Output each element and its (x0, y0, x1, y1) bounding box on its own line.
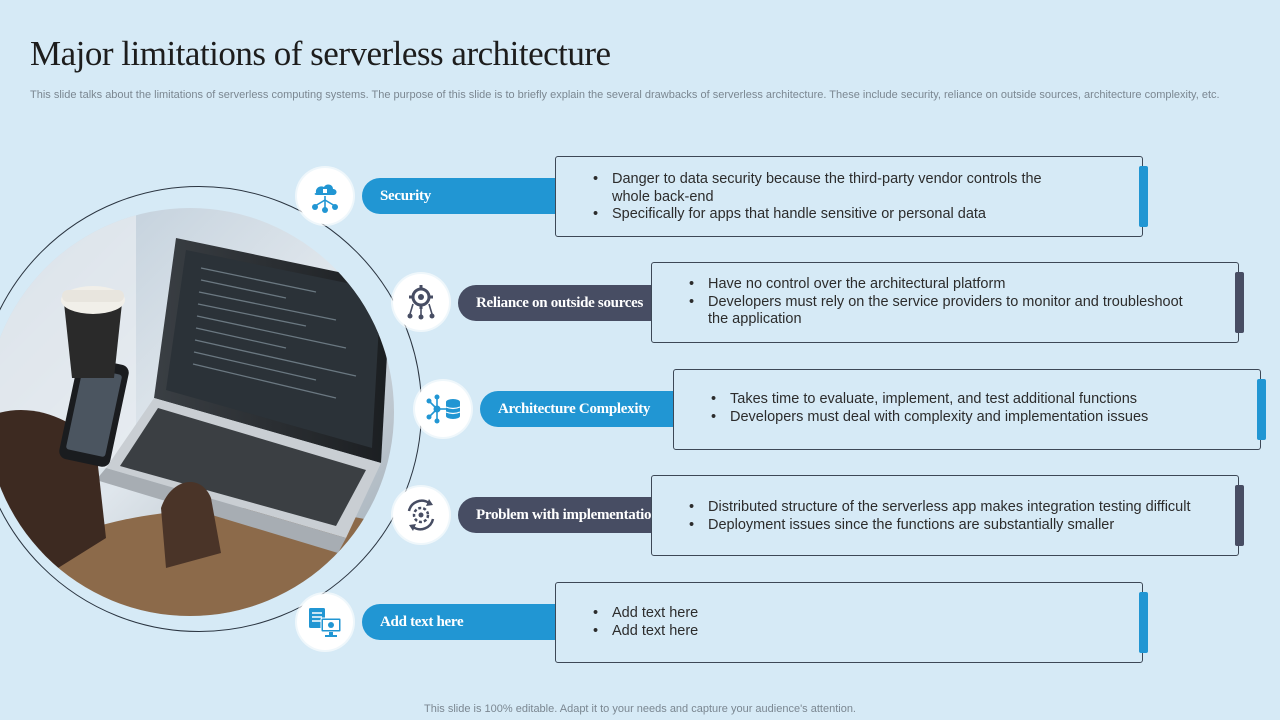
item-1-box: Danger to data security because the thir… (555, 156, 1148, 237)
slide-footer: This slide is 100% editable. Adapt it to… (424, 703, 856, 715)
item-3-bullet-2: Developers must deal with complexity and… (711, 409, 1260, 427)
item-2-icon-circle (393, 274, 449, 330)
item-1-bullet-2: Specifically for apps that handle sensit… (593, 206, 1142, 224)
item-2-bullet-1: Have no control over the architectural p… (689, 276, 1238, 294)
item-3-box: Takes time to evaluate, implement, and t… (673, 369, 1266, 450)
item-5-bullet-1: Add text here (593, 605, 1142, 623)
item-2-bullet-2: Developers must rely on the service prov… (689, 294, 1198, 329)
item-2-box: Have no control over the architectural p… (651, 262, 1244, 343)
laptop-photo (0, 208, 394, 616)
item-1-accent-bar (1139, 166, 1148, 227)
database-network-icon (426, 394, 461, 424)
item-1-label: Security (362, 178, 584, 214)
item-2-label: Reliance on outside sources (458, 285, 680, 321)
item-5-accent-bar (1139, 592, 1148, 653)
item-3-accent-bar (1257, 379, 1266, 440)
item-4-icon-circle (393, 487, 449, 543)
item-5-label: Add text here (362, 604, 584, 640)
item-5-bullet-2: Add text here (593, 623, 1142, 641)
item-2-accent-bar (1235, 272, 1244, 333)
item-5-box: Add text here Add text here (555, 582, 1148, 663)
item-3-label: Architecture Complexity (480, 391, 702, 427)
computer-network-icon (309, 608, 342, 637)
item-4-bullet-1: Distributed structure of the serverless … (689, 499, 1238, 517)
item-4-accent-bar (1235, 485, 1244, 546)
item-4-box: Distributed structure of the serverless … (651, 475, 1244, 556)
slide-subtitle: This slide talks about the limitations o… (30, 89, 1220, 101)
item-3-icon-circle (415, 381, 471, 437)
cycle-gear-icon (407, 499, 435, 531)
item-1-bullet-1: Danger to data security because the thir… (593, 171, 1052, 206)
item-5-icon-circle (297, 594, 353, 650)
cloud-network-icon (312, 184, 338, 213)
item-4-bullet-2: Deployment issues since the functions ar… (689, 517, 1238, 535)
item-1-icon-circle (297, 168, 353, 224)
item-3-bullet-1: Takes time to evaluate, implement, and t… (711, 391, 1260, 409)
gear-network-icon (407, 285, 435, 320)
item-4-label: Problem with implementation (458, 497, 680, 533)
slide-title: Major limitations of serverless architec… (30, 34, 611, 73)
